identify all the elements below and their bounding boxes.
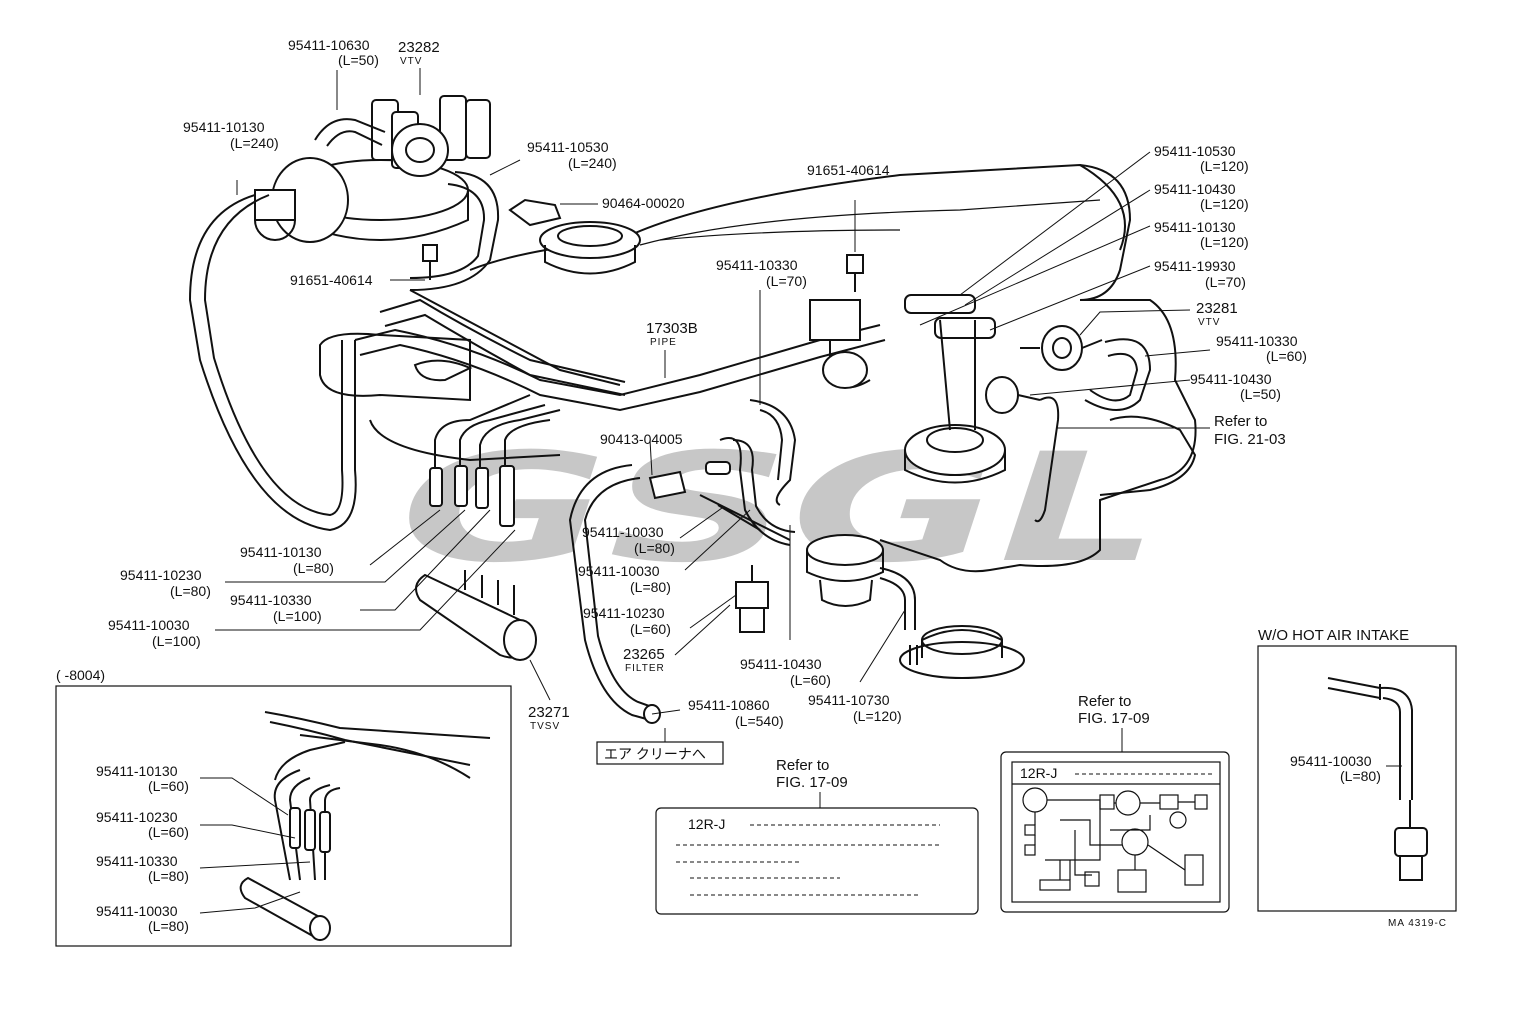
right-inset-spec: (L=80) (1340, 768, 1381, 784)
right-inset-part: 95411-10030 (1290, 753, 1372, 769)
callout-part-16: 95411-10330 (716, 257, 798, 273)
callout-part-20: 95411-10230 (120, 567, 202, 583)
left-inset-spec-3: (L=80) (148, 868, 189, 884)
engine-assembly (188, 95, 1197, 724)
callout-spec-14: (L=50) (1240, 386, 1281, 402)
callout-part-22: 95411-10030 (108, 617, 190, 633)
air-cleaner-note: エア クリーナへ (596, 741, 724, 765)
callout-spec-17: PIPE (650, 337, 677, 348)
callout-spec-16: (L=70) (766, 273, 807, 289)
callout-part-27: 95411-10430 (740, 656, 822, 672)
callout-part-6: 91651-40614 (290, 272, 373, 288)
callout-part-4: 95411-10530 (527, 139, 609, 155)
callout-spec-8: (L=120) (1200, 158, 1249, 174)
callout-part-11: 95411-19930 (1154, 258, 1236, 274)
callout-part-14: 95411-10430 (1190, 371, 1272, 387)
callout-spec-30: (L=540) (735, 713, 784, 729)
callout-part-28: 95411-10730 (808, 692, 890, 708)
callout-part-17: 17303B (646, 320, 698, 337)
left-inset: ( -8004) 95411-10130 (L=60) 95411-10230 … (55, 667, 512, 947)
left-inset-title: ( -8004) (56, 667, 105, 683)
callout-spec-4: (L=240) (568, 155, 617, 171)
callout-spec-29: TVSV (530, 721, 560, 732)
label-mid-fig: FIG. 17-09 (776, 774, 848, 791)
left-inset-part-2: 95411-10230 (96, 809, 178, 825)
callout-spec-22: (L=100) (152, 633, 201, 649)
emission-label-middle: Refer to FIG. 17-09 12R-J (655, 757, 979, 915)
right-inset: W/O HOT AIR INTAKE 95411-10030 (L=80) (1257, 627, 1457, 912)
callout-part-18: 90413-04005 (600, 431, 683, 447)
callout-part-29: 23271 (528, 704, 570, 721)
callout-spec-13: (L=60) (1266, 348, 1307, 364)
callout-spec-24: (L=80) (630, 579, 671, 595)
callout-spec-10: (L=120) (1200, 234, 1249, 250)
leader-lines (215, 68, 1211, 742)
left-inset-spec-4: (L=80) (148, 918, 189, 934)
callout-part-7: 91651-40614 (807, 162, 890, 178)
callout-part-2: 23282 (398, 39, 440, 56)
callout-part-19: 95411-10130 (240, 544, 322, 560)
label-right-model: 12R-J (1020, 765, 1057, 781)
drawing-code: MA 4319-C (1388, 918, 1447, 929)
callouts: 95411-10630 (L=50) 23282 VTV 95411-10130… (108, 37, 1307, 732)
callout-spec-28: (L=120) (853, 708, 902, 724)
left-inset-spec-2: (L=60) (148, 824, 189, 840)
callout-spec-25: (L=60) (630, 621, 671, 637)
callout-part-12: 23281 (1196, 300, 1238, 317)
callout-part-1: 95411-10630 (288, 37, 370, 53)
right-inset-title: W/O HOT AIR INTAKE (1258, 627, 1409, 644)
left-inset-part-1: 95411-10130 (96, 763, 178, 779)
callout-spec-1: (L=50) (338, 52, 379, 68)
callout-part-25: 95411-10230 (583, 605, 665, 621)
callout-spec-21: (L=100) (273, 608, 322, 624)
callout-spec-11: (L=70) (1205, 274, 1246, 290)
callout-part-8: 95411-10530 (1154, 143, 1236, 159)
callout-spec-23: (L=80) (634, 540, 675, 556)
callout-part-10: 95411-10130 (1154, 219, 1236, 235)
callout-part-15: Refer to (1214, 413, 1267, 430)
callout-spec-3: (L=240) (230, 135, 279, 151)
callout-spec-2: VTV (400, 56, 422, 67)
callout-spec-9: (L=120) (1200, 196, 1249, 212)
label-mid-model: 12R-J (688, 816, 725, 832)
label-mid-ref: Refer to (776, 757, 829, 774)
air-cleaner-note-text: エア クリーナへ (604, 746, 706, 762)
callout-spec-26: FILTER (625, 663, 665, 674)
left-inset-part-4: 95411-10030 (96, 903, 178, 919)
left-inset-spec-1: (L=60) (148, 778, 189, 794)
callout-part-3: 95411-10130 (183, 119, 265, 135)
label-right-fig: FIG. 17-09 (1078, 710, 1150, 727)
callout-part-26: 23265 (623, 646, 665, 663)
callout-part-5: 90464-00020 (602, 195, 685, 211)
callout-spec-19: (L=80) (293, 560, 334, 576)
callout-spec-15: FIG. 21-03 (1214, 431, 1286, 448)
callout-part-23: 95411-10030 (582, 524, 664, 540)
callout-part-13: 95411-10330 (1216, 333, 1298, 349)
emission-label-right: Refer to FIG. 17-09 12R-J (1000, 693, 1230, 913)
callout-part-9: 95411-10430 (1154, 181, 1236, 197)
left-inset-part-3: 95411-10330 (96, 853, 178, 869)
callout-part-21: 95411-10330 (230, 592, 312, 608)
callout-spec-20: (L=80) (170, 583, 211, 599)
label-right-ref: Refer to (1078, 693, 1131, 710)
callout-part-30: 95411-10860 (688, 697, 770, 713)
callout-spec-12: VTV (1198, 317, 1220, 328)
callout-spec-27: (L=60) (790, 672, 831, 688)
callout-part-24: 95411-10030 (578, 563, 660, 579)
